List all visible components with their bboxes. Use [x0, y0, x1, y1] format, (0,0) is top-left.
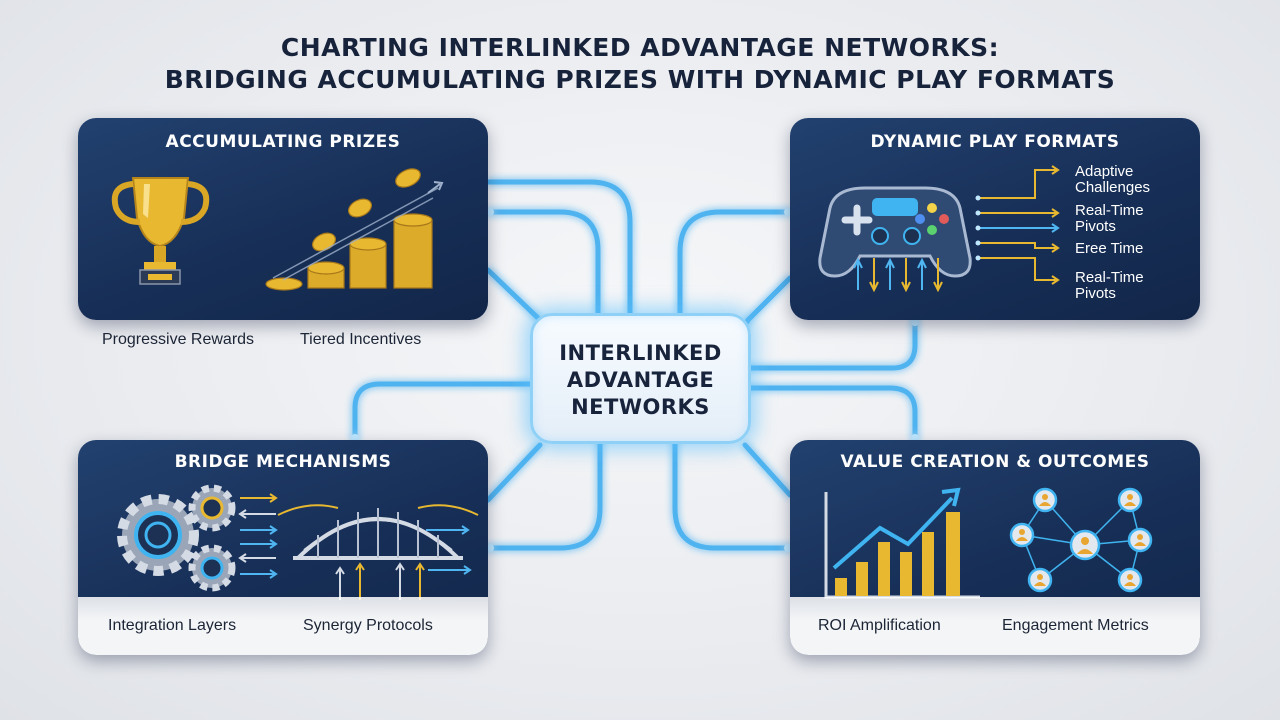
caption-band: Integration Layers Synergy Protocols [78, 597, 488, 655]
link-dynamic-2 [739, 275, 793, 333]
card-title: BRIDGE MECHANISMS [174, 452, 392, 472]
value-art [824, 487, 1153, 599]
card-value-creation: VALUE CREATION & OUTCOMES [790, 440, 1200, 655]
caption-band: ROI Amplification Engagement Metrics [790, 597, 1200, 655]
coin-stacks-icon [265, 168, 433, 291]
card-title: DYNAMIC PLAY FORMATS [870, 132, 1120, 152]
hub-interlinked-advantage-networks: INTERLINKED ADVANTAGE NETWORKS [530, 313, 751, 444]
link-accumulating-1 [485, 179, 633, 316]
link-bridge-1 [352, 381, 533, 443]
label-real-time-pivots: Real-Time Pivots [1075, 202, 1144, 235]
bar-chart-icon [824, 487, 980, 599]
accumulating-art [111, 168, 444, 291]
title-line-1: CHARTING INTERLINKED ADVANTAGE NETWORKS: [280, 33, 1000, 62]
bridge-art [117, 484, 479, 600]
card-accumulating-prizes: ACCUMULATING PRIZES [78, 118, 488, 348]
card-dynamic-play-formats: DYNAMIC PLAY FORMATS [790, 118, 1200, 320]
title-line-2: BRIDGING ACCUMULATING PRIZES WITH DYNAMI… [164, 65, 1116, 94]
caption-engagement-metrics: Engagement Metrics [1002, 617, 1149, 634]
label-eree-time: Eree Time [1075, 240, 1144, 257]
node-dot [486, 208, 494, 216]
card-bridge-mechanisms: BRIDGE MECHANISMS [78, 440, 488, 655]
caption-tiered-incentives: Tiered Incentives [300, 331, 422, 348]
link-dynamic-1 [677, 209, 793, 316]
link-bridge-3 [485, 442, 543, 503]
link-bridge-2 [485, 435, 603, 551]
card-title: VALUE CREATION & OUTCOMES [840, 452, 1150, 472]
hub-label: INTERLINKED ADVANTAGE NETWORKS [559, 341, 722, 419]
link-value-2 [672, 435, 793, 551]
trophy-icon [111, 177, 210, 285]
page-title: CHARTING INTERLINKED ADVANTAGE NETWORKS:… [0, 32, 1280, 96]
card-accumulating-panel: ACCUMULATING PRIZES [78, 118, 488, 320]
card-title: ACCUMULATING PRIZES [165, 132, 401, 152]
caption-roi-amplification: ROI Amplification [818, 617, 941, 634]
people-network-icon [1009, 487, 1153, 593]
link-accumulating-2 [485, 209, 601, 316]
link-dynamic-3 [742, 317, 918, 371]
dynamic-art [818, 165, 1060, 293]
caption-synergy-protocols: Synergy Protocols [303, 617, 433, 634]
node-dot [486, 544, 494, 552]
label-real-time-pivots-2: Real-Time Pivots [1075, 269, 1144, 302]
gear-icon [117, 484, 236, 592]
node-dot [911, 318, 919, 326]
link-value-1 [742, 385, 918, 443]
label-adaptive-challenges: Adaptive Challenges [1075, 163, 1151, 196]
link-value-3 [742, 442, 793, 498]
caption-progressive-rewards: Progressive Rewards [102, 331, 255, 348]
gamepad-icon [818, 186, 972, 278]
caption-integration-layers: Integration Layers [108, 617, 237, 634]
bridge-icon [277, 504, 479, 600]
